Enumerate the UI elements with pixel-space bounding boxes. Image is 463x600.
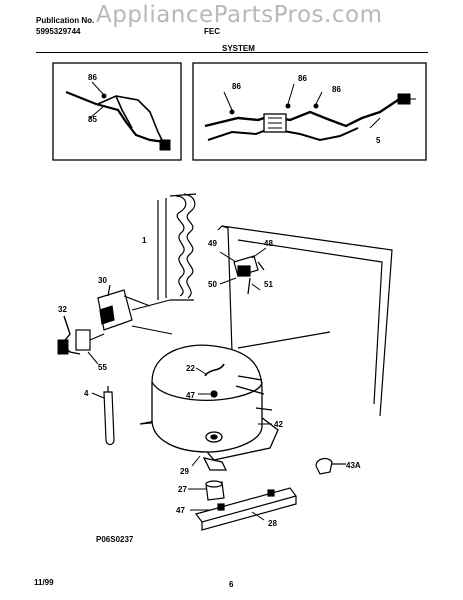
footer-date: 11/99	[34, 578, 54, 587]
header-rule	[36, 52, 428, 53]
callout-5: 5	[376, 136, 381, 145]
callout-42: 42	[274, 420, 283, 429]
callout-51: 51	[264, 280, 273, 289]
harness-wire-85	[65, 90, 166, 144]
harness-box-right	[192, 62, 427, 161]
callout-50: 50	[208, 280, 217, 289]
callout-43A: 43A	[346, 461, 361, 470]
callout-47-upper: 47	[186, 391, 195, 400]
callout-22: 22	[186, 364, 195, 373]
callout-30: 30	[98, 276, 107, 285]
callout-48: 48	[264, 239, 273, 248]
watermark: AppliancePartsPros.com	[96, 2, 383, 28]
callout-86-left: 86	[88, 73, 97, 82]
mounting-rail-28	[194, 487, 298, 531]
callout-85: 85	[88, 115, 97, 124]
callout-28: 28	[268, 519, 277, 528]
callout-55: 55	[98, 363, 107, 372]
cabinet-panel	[217, 225, 393, 417]
callout-86-right-c: 86	[332, 85, 341, 94]
condenser-coil-1	[157, 193, 197, 301]
callout-49: 49	[208, 239, 217, 248]
grommet-43A	[315, 457, 346, 475]
diagram-code: P06S0237	[96, 535, 134, 544]
section-title: SYSTEM	[222, 44, 255, 53]
relay-overload-30	[97, 284, 151, 331]
callout-86-right-b: 86	[298, 74, 307, 83]
callout-27: 27	[178, 485, 187, 494]
capacitor-55	[75, 329, 105, 351]
callout-32: 32	[58, 305, 67, 314]
drier-48	[233, 255, 265, 295]
callout-1: 1	[142, 236, 147, 245]
callout-86-right-a: 86	[232, 82, 241, 91]
publication-number: 5995329744	[36, 27, 81, 36]
compressor-29	[139, 344, 279, 471]
harness-box-left	[52, 62, 182, 161]
page-number: 6	[229, 580, 234, 589]
grommet-27	[205, 480, 225, 501]
model-number-fragment: FEC	[204, 27, 220, 36]
publication-label: Publication No.	[36, 16, 95, 25]
callout-47-lower: 47	[176, 506, 185, 515]
callout-4: 4	[84, 389, 89, 398]
main-harness-5	[204, 96, 411, 128]
accumulator-4	[103, 386, 115, 446]
callout-29: 29	[180, 467, 189, 476]
